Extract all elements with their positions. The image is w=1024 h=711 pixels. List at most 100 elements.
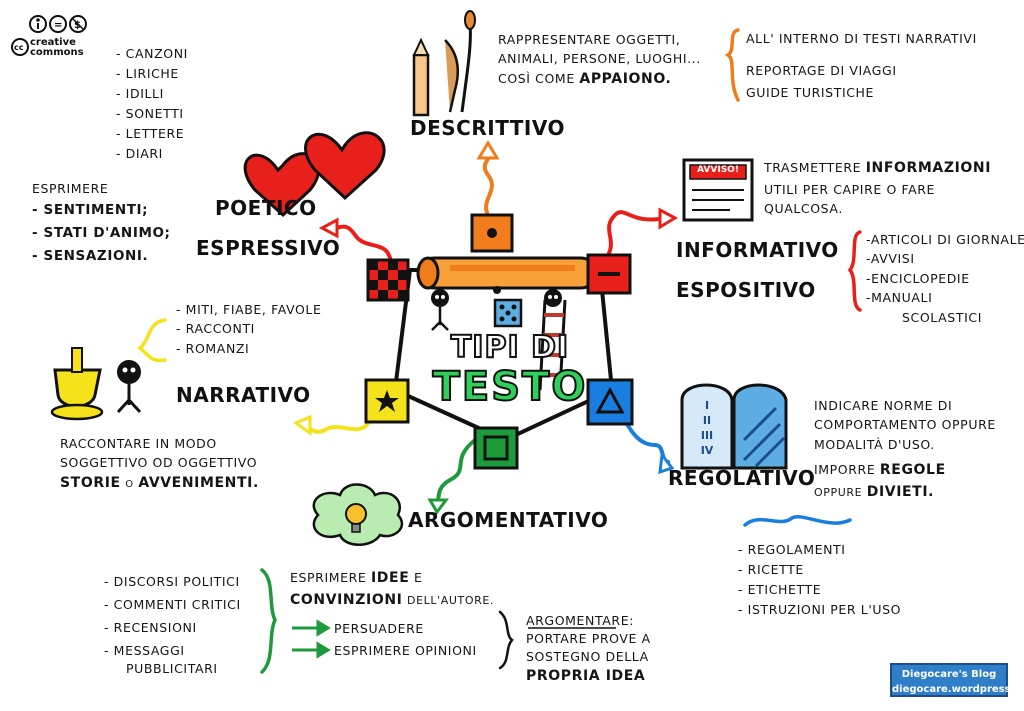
node-descrittivo: [470, 213, 514, 253]
avviso-sign-label: AVVISO!: [697, 165, 739, 175]
poetico-point: STATI D'ANIMO;: [43, 225, 171, 242]
node-narrativo: [364, 378, 410, 424]
center-badge: [392, 256, 615, 443]
blog-badge[interactable]: Diegocare's Blog diegocare.wordpress.com: [890, 663, 1024, 697]
node-regolativo: [586, 378, 634, 426]
heading-poetico: POETICO: [215, 196, 317, 220]
argomentare-definition: ARGOMENTARE: PORTARE PROVE A SOSTEGNO DE…: [526, 612, 651, 687]
regolativo-desc2-start: IMPORRE: [814, 462, 876, 478]
tablet-numeral: I: [704, 399, 710, 412]
law-tablets-icon: [680, 383, 788, 470]
argomentativo-examples: - DISCORSI POLITICI - COMMENTI CRITICI -…: [104, 570, 241, 680]
svg-text:=: =: [54, 20, 62, 31]
list-item: - IDILLI: [116, 86, 164, 101]
heading-narrativo: NARRATIVO: [176, 383, 311, 407]
arrow-informativo: [603, 210, 667, 262]
argomentare-emph: PROPRIA IDEA: [526, 668, 646, 685]
informativo-desc-line: UTILI PER CAPIRE O FARE: [764, 181, 936, 197]
regolativo-desc-line: MODALITÀ D'USO.: [814, 436, 935, 452]
arrowhead-regolativo: [658, 451, 675, 475]
informativo-desc-line: QUALCOSA.: [764, 201, 843, 217]
regolativo-description: INDICARE NORME DI COMPORTAMENTO OPPURE M…: [814, 396, 996, 504]
narrativo-desc-line: SOGGETTIVO OD OGGETTIVO: [60, 455, 258, 471]
blog-url: diegocare.wordpress.com: [892, 684, 1024, 695]
poetico-intro: ESPRIMERE: [32, 181, 109, 196]
narrativo-desc-mid: O: [125, 478, 134, 490]
arrowhead-argomentativo: [427, 498, 449, 515]
storyteller-icon: [50, 347, 142, 421]
poetico-examples: - CANZONI - LIRICHE - IDILLI - SONETTI -…: [116, 44, 188, 164]
tablet-numeral: II: [702, 414, 712, 427]
svg-text:$: $: [74, 20, 81, 31]
regolativo-desc2-emph: DIVIETI.: [866, 483, 935, 500]
list-item: GUIDE TURISTICHE: [746, 84, 875, 100]
list-item: - DIARI: [116, 146, 163, 161]
cc-mark: cc: [14, 43, 24, 52]
list-item: - ETICHETTE: [738, 582, 822, 597]
regolativo-desc-line: INDICARE NORME DI: [814, 398, 953, 413]
cc-license-icon: = $: [11, 15, 87, 56]
list-item: ALL' INTERNO DI TESTI NARRATIVI: [746, 31, 977, 46]
list-item: - RECENSIONI: [104, 620, 197, 636]
list-item: - MITI, FIABE, FAVOLE: [176, 302, 322, 317]
list-item: - LIRICHE: [116, 66, 179, 81]
goal-item: PERSUADERE: [334, 621, 424, 636]
descrittivo-description: RAPPRESENTARE OGGETTI, ANIMALI, PERSONE,…: [498, 30, 701, 90]
arrowhead-informativo: [658, 207, 679, 230]
argomentativo-desc-emph: IDEE: [371, 570, 410, 586]
node-informativo: [586, 253, 632, 295]
center-title: TIPI DI TESTO: [425, 329, 595, 410]
avviso-sign-icon: [682, 158, 754, 222]
poetico-point: SENTIMENTI;: [43, 202, 149, 219]
narrativo-desc-emph: AVVENIMENTI.: [138, 474, 259, 491]
list-item: - ROMANZI: [176, 340, 250, 356]
narrativo-examples: - MITI, FIABE, FAVOLE - RACCONTI - ROMAN…: [176, 300, 322, 358]
argomentativo-goals: PERSUADERE ESPRIMERE OPINIONI: [334, 618, 477, 662]
regolativo-desc2-mid: OPPURE: [814, 485, 863, 499]
regolativo-desc2-emph: REGOLE: [879, 462, 946, 479]
descrittivo-desc-line: RAPPRESENTARE OGGETTI,: [498, 32, 681, 47]
argomentativo-desc-emph: CONVINZIONI: [290, 591, 403, 608]
heading-regolativo: REGOLATIVO: [668, 466, 816, 490]
narrativo-desc-line: RACCONTARE IN MODO: [60, 436, 217, 451]
arrowhead-descrittivo: [476, 140, 500, 160]
tablet-numeral: IV: [700, 444, 714, 457]
arrow-argomentativo: [435, 438, 477, 507]
cc-label: cc creative commons: [14, 38, 84, 58]
narrativo-description: RACCONTARE IN MODO SOGGETTIVO OD OGGETTI…: [60, 434, 259, 494]
argomentare-title: ARGOMENTARE:: [526, 613, 635, 628]
informativo-desc-start: TRASMETTERE: [764, 160, 862, 175]
informativo-desc-emph: INFORMAZIONI: [865, 160, 992, 176]
list-item: - LETTERE: [116, 126, 185, 141]
node-poetico: [366, 258, 410, 302]
heading-argomentativo: ARGOMENTATIVO: [408, 508, 609, 532]
argomentare-line: PORTARE PROVE A: [526, 631, 651, 647]
tablet-numerals: I II III IV: [684, 398, 730, 458]
argomentativo-desc-start: ESPRIMERE: [290, 570, 367, 585]
argomentare-line: SOSTEGNO DELLA: [526, 649, 649, 665]
tablet-numeral: III: [700, 429, 714, 442]
argomentativo-desc-end: DELL'AUTORE.: [407, 593, 494, 607]
pencil-brushes-icon: [412, 10, 476, 117]
list-item: - RACCONTI: [176, 321, 255, 337]
heading-espressivo: ESPRESSIVO: [196, 236, 341, 260]
descrittivo-desc-emph: APPAIONO.: [579, 70, 672, 87]
list-item: REPORTAGE DI VIAGGI: [746, 62, 897, 78]
arrowhead-narrativo: [292, 414, 312, 436]
list-item: AVVISI: [870, 251, 915, 267]
cc-label-line2: commons: [30, 47, 84, 58]
idea-cloud-icon: [312, 483, 404, 546]
hearts-icon: [243, 131, 386, 218]
list-item: SCOLASTICI: [902, 309, 982, 325]
list-item: PUBBLICITARI: [126, 660, 218, 676]
argomentativo-desc-mid: E: [413, 570, 423, 585]
list-item: ARTICOLI DI GIORNALE: [870, 232, 1024, 247]
informativo-examples: -ARTICOLI DI GIORNALE -AVVISI -ENCICLOPE…: [866, 230, 1024, 327]
center-title-line1: TIPI DI: [450, 329, 570, 366]
narrativo-desc-emph: STORIE: [60, 474, 121, 491]
list-item: - REGOLAMENTI: [738, 542, 846, 557]
blog-title: Diegocare's Blog: [901, 669, 997, 680]
list-item: - SONETTI: [116, 106, 184, 121]
node-argomentativo: [473, 426, 519, 470]
